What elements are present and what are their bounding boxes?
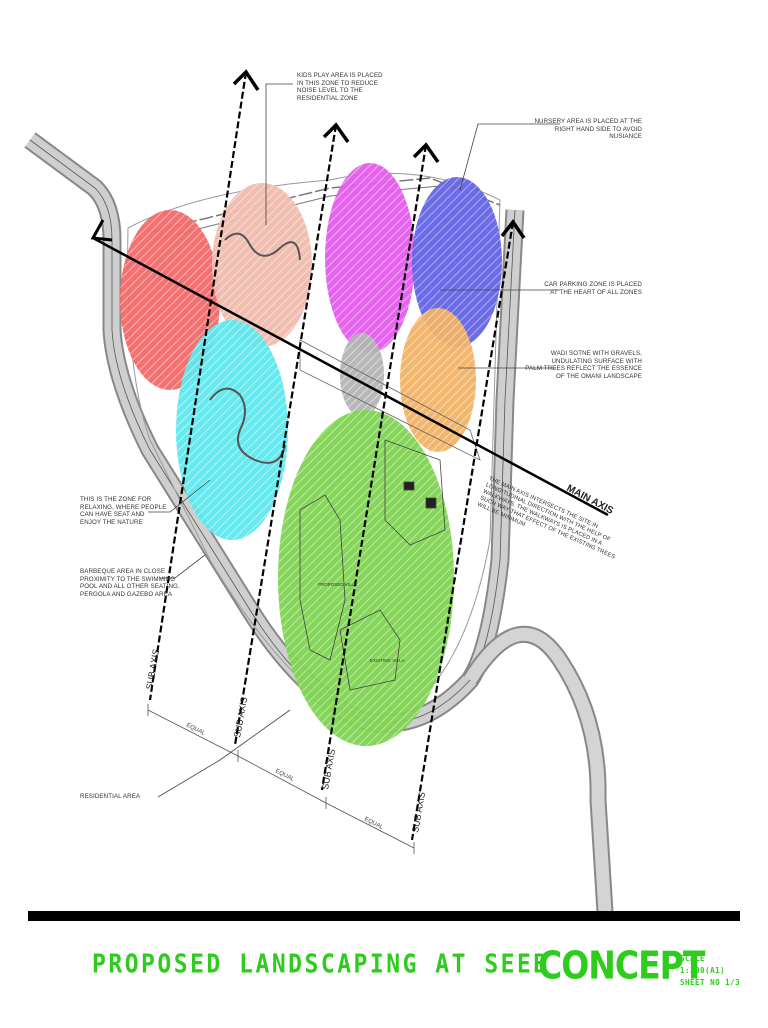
main-axis-line [92,236,609,517]
sub-axis-label-3: SUB AXIS [320,748,337,790]
sub-axes [148,69,526,841]
wadi-note: WADI SOTNE WITH GRAVELS, UNDULATING SURF… [525,350,642,380]
equal-label-1: EQUAL [185,722,206,737]
zone-peach [212,183,312,347]
residential-note: RESIDENTIAL AREA [80,793,141,800]
concept-label: CONCEPT [538,943,705,988]
zone-blue [412,177,502,347]
main-axis-arrow [90,219,113,242]
proposed-villa-label: PROPOSED VILLA [318,582,357,587]
zone-orange [400,308,476,452]
sub-axis-label-1: SUB AXIS [144,648,161,690]
walkways [209,232,301,464]
relax-note: THIS IS THE ZONE FOR RELAXING, WHERE PEO… [80,496,167,526]
zone-red [120,210,220,390]
sub-axis-label-2: SUB AXIS [232,696,249,738]
zone-grey [340,333,384,417]
kids-play-note: KIDS PLAY AREA IS PLACED IN THIS ZONE TO… [297,72,383,102]
drawing-title: PROPOSED LANDSCAPING AT SEEB [92,950,550,980]
title-divider-bar [28,911,740,921]
car-parking-note: CAR PARKING ZONE IS PLACED AT THE HEART … [544,281,642,296]
nursery-note: NURSERY AREA IS PLACED AT THE RIGHT HAND… [534,118,642,141]
title-block: PROPOSED LANDSCAPING AT SEEB CONCEPT SCA… [92,943,742,988]
zone-magenta [325,163,415,353]
scale-sheet-info: SCALE 1:300(A1) SHEET NO 1/3 [680,953,742,989]
sub-axis-label-4: SUB AXIS [410,791,427,833]
parking-strip [299,339,481,461]
leader-lines [148,83,560,798]
zone-circles [120,163,502,746]
barbeque-note: BARBEQUE AREA IN CLOSE PROXIMITY TO THE … [80,568,180,598]
zone-cyan [176,320,288,540]
dimension-lines [147,704,415,854]
scale-label: SCALE 1:300(A1) [680,954,726,975]
villa-outlines [299,439,446,691]
sheet-label: SHEET NO 1/3 [680,978,741,987]
existing-villa-label: EXISTING VILLA [370,658,405,663]
zone-green [278,410,454,746]
